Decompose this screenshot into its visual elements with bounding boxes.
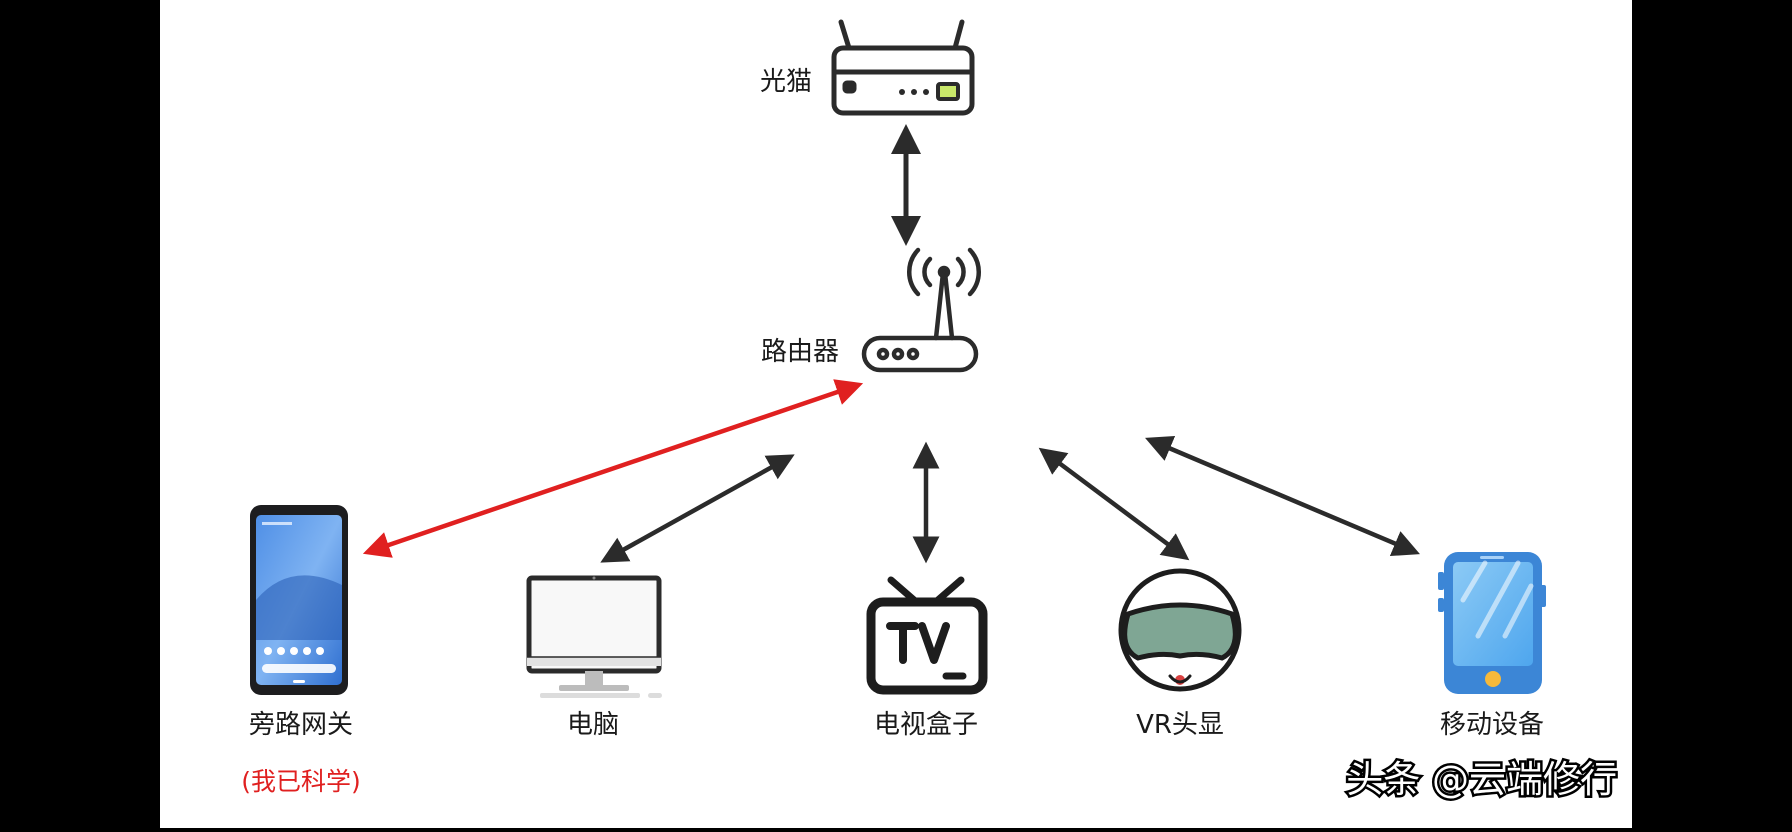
modem-label: 光猫	[760, 67, 812, 97]
router-computer-link	[600, 454, 795, 563]
bypass-gateway-label: 旁路网关	[249, 710, 353, 740]
router-mobile-device-link	[1145, 435, 1420, 557]
vr-headset-icon	[1118, 568, 1242, 692]
bypass-gateway-note: (我已科学)	[241, 767, 361, 796]
android-phone-icon	[250, 505, 348, 695]
router-label: 路由器	[761, 337, 839, 367]
modem-icon	[831, 19, 975, 116]
watermark-text: 头条 @云端修行	[1346, 758, 1617, 801]
mobile-device-label: 移动设备	[1440, 710, 1544, 740]
router-icon	[861, 247, 981, 373]
computer-monitor-icon	[526, 575, 662, 698]
vr-headset-label: VR头显	[1136, 710, 1224, 740]
canvas-background	[160, 0, 1632, 828]
tv-box-label: 电视盒子	[874, 710, 978, 740]
tv-icon	[866, 576, 988, 695]
smartphone-icon	[1438, 552, 1546, 694]
computer-label: 电脑	[567, 710, 619, 740]
